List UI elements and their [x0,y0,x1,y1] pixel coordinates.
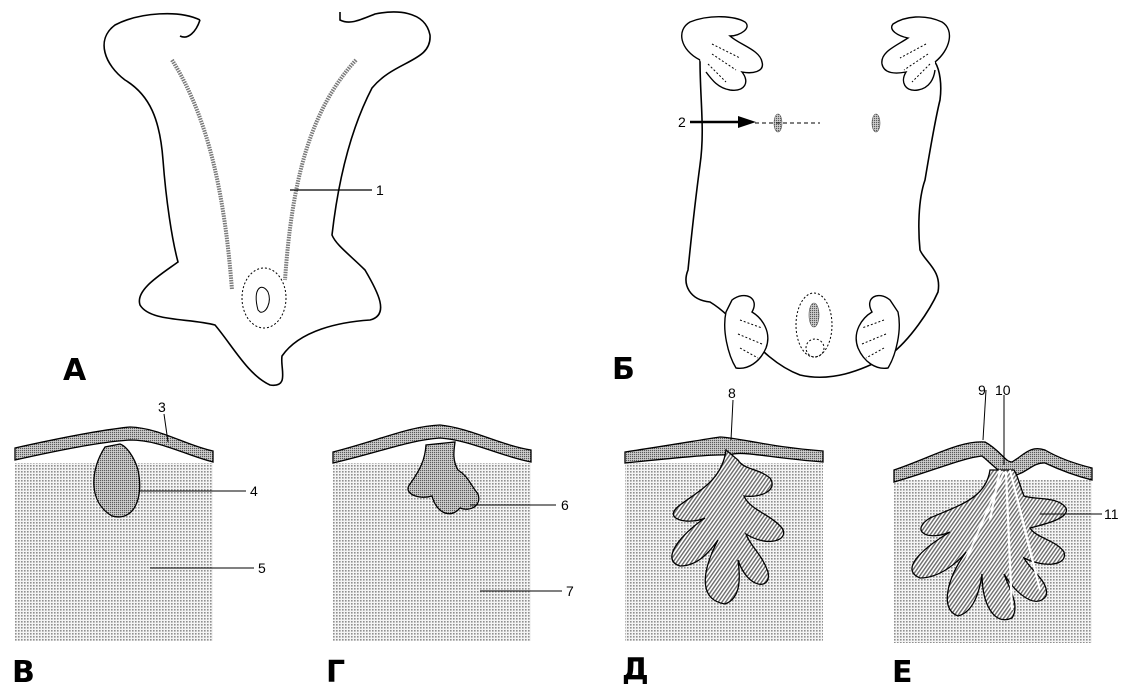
callout-6: 6 [561,498,569,512]
callout-5: 5 [258,561,266,575]
panel-e-section [894,390,1102,643]
panel-d-section [625,400,823,641]
callout-2: 2 [678,115,686,129]
panel-label-g: Г [326,658,345,688]
panel-label-b: Б [612,355,635,385]
panel-label-v: В [12,658,35,688]
panel-label-a: А [63,356,86,386]
panel-v-section [15,414,254,641]
callout-7: 7 [566,584,574,598]
callout-4: 4 [250,484,258,498]
callout-9: 9 [978,383,986,397]
panel-b-embryo [682,17,950,378]
callout-1: 1 [376,183,384,197]
callout-3: 3 [158,400,166,414]
panel-label-d: Д [622,655,649,685]
callout-11: 11 [1104,507,1119,521]
panel-label-e: Е [892,658,913,688]
panel-g-section [333,425,562,641]
panel-a-embryo [104,12,430,385]
callout-10: 10 [995,383,1011,397]
callout-8: 8 [728,386,736,400]
